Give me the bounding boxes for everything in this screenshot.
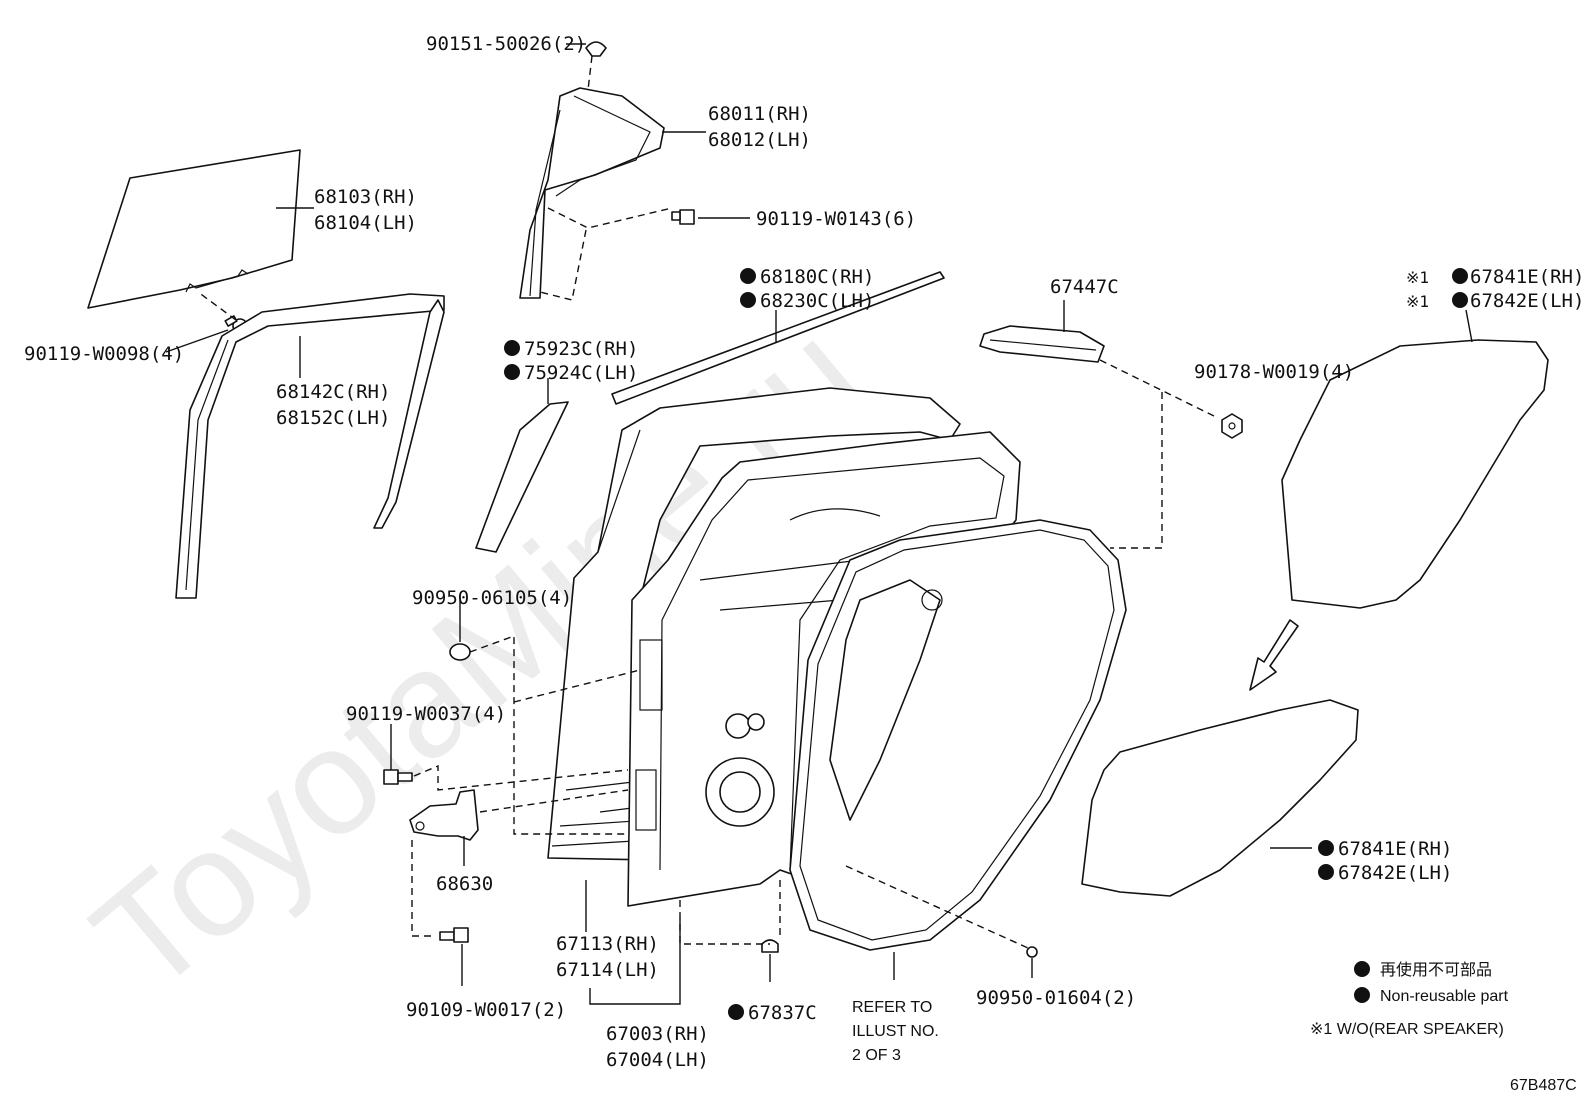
label-90178-w0019: 90178-W0019(4) [1194,361,1354,383]
plug-90950-01604-icon[interactable] [845,865,1038,978]
label-75923c: 75923C(RH) [524,338,638,360]
label-68230c: 68230C(LH) [760,290,874,312]
label-68011: 68011(RH) [708,103,811,125]
mark-x1: ※1 [1406,268,1429,287]
refer-note-line3: 2 OF 3 [852,1047,901,1064]
clip-90151-icon[interactable] [566,41,607,57]
non-reusable-mark [1318,864,1334,880]
belt-weatherstrip-68180c[interactable] [611,271,945,405]
label-90109-w0017: 90109-W0017(2) [406,999,566,1021]
label-67114: 67114(LH) [556,959,659,981]
mark-x1: ※1 [1406,292,1429,311]
label-68630: 68630 [436,873,493,895]
silencer-67841e-top[interactable] [1281,309,1549,609]
plug-90950-06105-icon[interactable] [449,600,641,835]
refer-note-line1: REFER TO [852,999,932,1016]
label-67841e-top: 67841E(RH) [1470,266,1584,288]
legend-dot-en [1354,987,1370,1003]
label-67003: 67003(RH) [606,1023,709,1045]
non-reusable-mark [504,364,520,380]
non-reusable-mark [1318,840,1334,856]
legend-dot-jp [1354,961,1370,977]
non-reusable-mark [504,340,520,356]
label-68180c: 68180C(RH) [760,266,874,288]
non-reusable-mark [1452,268,1468,284]
label-67113: 67113(RH) [556,933,659,955]
label-75924c: 75924C(LH) [524,362,638,384]
label-90950-06105: 90950-06105(4) [412,587,572,609]
label-67837c: 67837C [748,1002,817,1024]
window-glass-68103[interactable] [87,149,301,309]
label-68103: 68103(RH) [314,186,417,208]
label-90119-w0143: 90119-W0143(6) [756,208,916,230]
door-weatherstrip-67861[interactable] [789,519,1127,951]
division-bar-68011[interactable] [519,55,673,301]
garnish-75923c[interactable] [475,378,569,553]
label-90119-w0098: 90119-W0098(4) [24,343,184,365]
label-90950-01604: 90950-01604(2) [976,987,1136,1009]
label-67447c: 67447C [1050,276,1119,298]
label-68104: 68104(LH) [314,212,417,234]
plug-67837c-icon[interactable] [679,880,781,982]
silencer-67841e-bottom[interactable] [1081,699,1359,897]
label-67842e-bottom: 67842E(LH) [1338,862,1452,884]
non-reusable-mark [740,268,756,284]
non-reusable-mark [728,1004,744,1020]
down-left-arrow-icon [1249,619,1299,691]
leader-90119-w0098 [165,329,229,353]
diagram-code: 67B487C [1510,1077,1577,1094]
legend-en: Non-reusable part [1380,988,1509,1005]
non-reusable-mark [1452,292,1468,308]
door-check-68630[interactable] [409,789,629,937]
label-68152c: 68152C(LH) [276,407,390,429]
non-reusable-mark [740,292,756,308]
run-channel-68142c[interactable] [175,293,445,599]
bolt-90119-w0143-icon[interactable] [671,209,750,225]
label-90119-w0037: 90119-W0037(4) [346,703,506,725]
label-68142c: 68142C(RH) [276,381,390,403]
nut-90178-icon[interactable] [1221,413,1243,439]
label-67841e-bottom: 67841E(RH) [1338,838,1452,860]
label-67004: 67004(LH) [606,1049,709,1071]
bracket-67447c[interactable] [979,300,1219,549]
bolt-90109-w0017-icon[interactable] [439,927,469,986]
refer-note-line2: ILLUST NO. [852,1023,939,1040]
legend-note: ※1 W/O(REAR SPEAKER) [1310,1021,1504,1038]
label-67842e-top: 67842E(LH) [1470,290,1584,312]
legend-jp: 再使用不可部品 [1380,961,1492,979]
leader-67003 [589,918,681,1005]
legend: 再使用不可部品 Non-reusable part ※1 W/O(REAR SP… [1310,961,1509,1038]
label-90151-50026: 90151-50026(2) [426,33,586,55]
bolt-90119-w0037-icon[interactable] [383,724,629,791]
label-68012: 68012(LH) [708,129,811,151]
